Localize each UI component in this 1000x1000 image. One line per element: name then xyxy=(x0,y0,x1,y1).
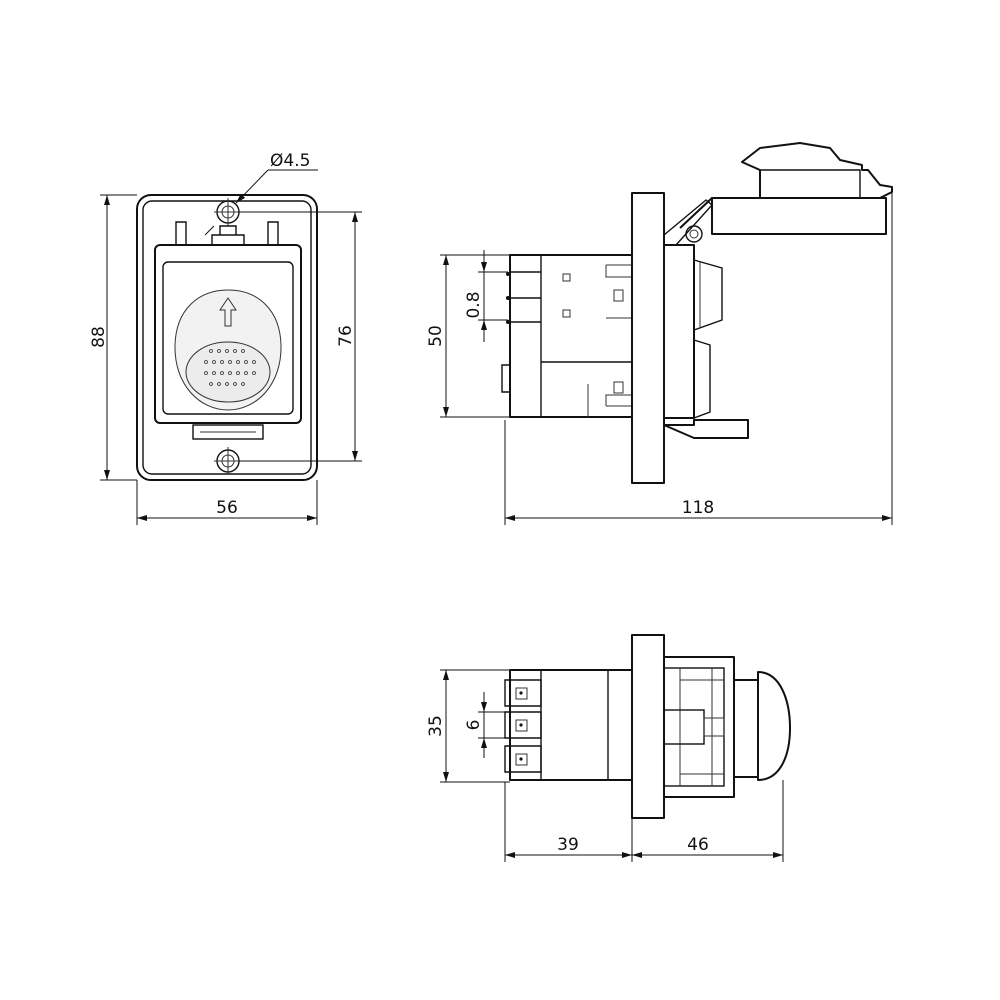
contact-dot xyxy=(244,371,248,375)
contact-dot xyxy=(225,349,229,353)
contact-dot xyxy=(244,360,248,364)
contact-dot xyxy=(233,349,237,353)
contact-dot xyxy=(252,371,256,375)
front-view: Ø4.5 88 76 56 xyxy=(89,151,362,525)
left-clip xyxy=(175,221,187,245)
contact-dot xyxy=(228,360,232,364)
dimension-top-height: 35 xyxy=(426,669,510,783)
front-height-label: 88 xyxy=(89,326,109,348)
top-view: 35 6 39 46 xyxy=(426,634,791,862)
hinge-pin xyxy=(685,225,703,243)
contact-dot xyxy=(241,382,245,386)
module-window xyxy=(162,261,294,415)
side-front-housing xyxy=(663,244,695,419)
dimension-pin-pitch: 0.8 xyxy=(464,250,508,342)
dimension-top-lengths: 39 46 xyxy=(504,780,784,862)
contact-dot xyxy=(204,371,208,375)
top-height-label: 35 xyxy=(426,715,446,737)
contact-dot xyxy=(236,360,240,364)
contact-dot xyxy=(217,349,221,353)
contact-dot xyxy=(204,360,208,364)
dimension-hole-diameter: Ø4.5 xyxy=(204,151,318,236)
contact-dot xyxy=(212,371,216,375)
front-width-label: 56 xyxy=(216,498,238,518)
dimension-overall-length: 118 xyxy=(504,192,893,525)
contact-dot xyxy=(241,349,245,353)
contact-dot xyxy=(236,371,240,375)
contact-dot xyxy=(217,382,221,386)
arrow-up-icon xyxy=(219,297,237,327)
contact-dot xyxy=(209,382,213,386)
contact-dots xyxy=(204,349,256,386)
side-body xyxy=(509,254,633,418)
side-flange xyxy=(631,192,665,484)
pin-pitch-label: 0.8 xyxy=(464,291,484,318)
dimension-side-height: 50 xyxy=(426,254,510,418)
contact-dot xyxy=(212,360,216,364)
socket-cover xyxy=(174,289,282,411)
hole-diameter-label: Ø4.5 xyxy=(270,151,310,171)
contact-dot xyxy=(209,349,213,353)
dimension-front-height: 88 xyxy=(89,194,137,481)
terminal-3 xyxy=(504,745,542,773)
contact-dot xyxy=(233,382,237,386)
hole-spacing-label: 76 xyxy=(336,325,356,347)
terminal-2 xyxy=(504,711,542,739)
pin-spacing-label: 6 xyxy=(464,720,484,731)
side-height-label: 50 xyxy=(426,325,446,347)
side-view: 50 0.8 118 xyxy=(426,142,893,525)
overall-length-label: 118 xyxy=(682,498,714,518)
contact-dot xyxy=(225,382,229,386)
top-hinge xyxy=(211,234,245,245)
side-lid-body xyxy=(711,197,887,235)
contact-dot xyxy=(252,360,256,364)
top-cap-dome xyxy=(757,671,791,781)
dimension-pin-spacing: 6 xyxy=(464,692,508,758)
front-length-label: 46 xyxy=(687,835,709,855)
bottom-latch xyxy=(192,424,264,440)
side-lower-tab xyxy=(663,419,749,439)
contact-dot xyxy=(228,371,232,375)
rear-length-label: 39 xyxy=(557,835,579,855)
contact-dot xyxy=(220,360,224,364)
terminal-1 xyxy=(504,679,542,707)
dimension-hole-spacing: 76 xyxy=(239,211,362,462)
contact-dot xyxy=(220,371,224,375)
dimension-front-width: 56 xyxy=(136,480,318,525)
right-clip xyxy=(267,221,279,245)
top-body xyxy=(509,669,633,781)
lower-mounting-hole xyxy=(214,447,242,475)
top-flange xyxy=(631,634,665,819)
